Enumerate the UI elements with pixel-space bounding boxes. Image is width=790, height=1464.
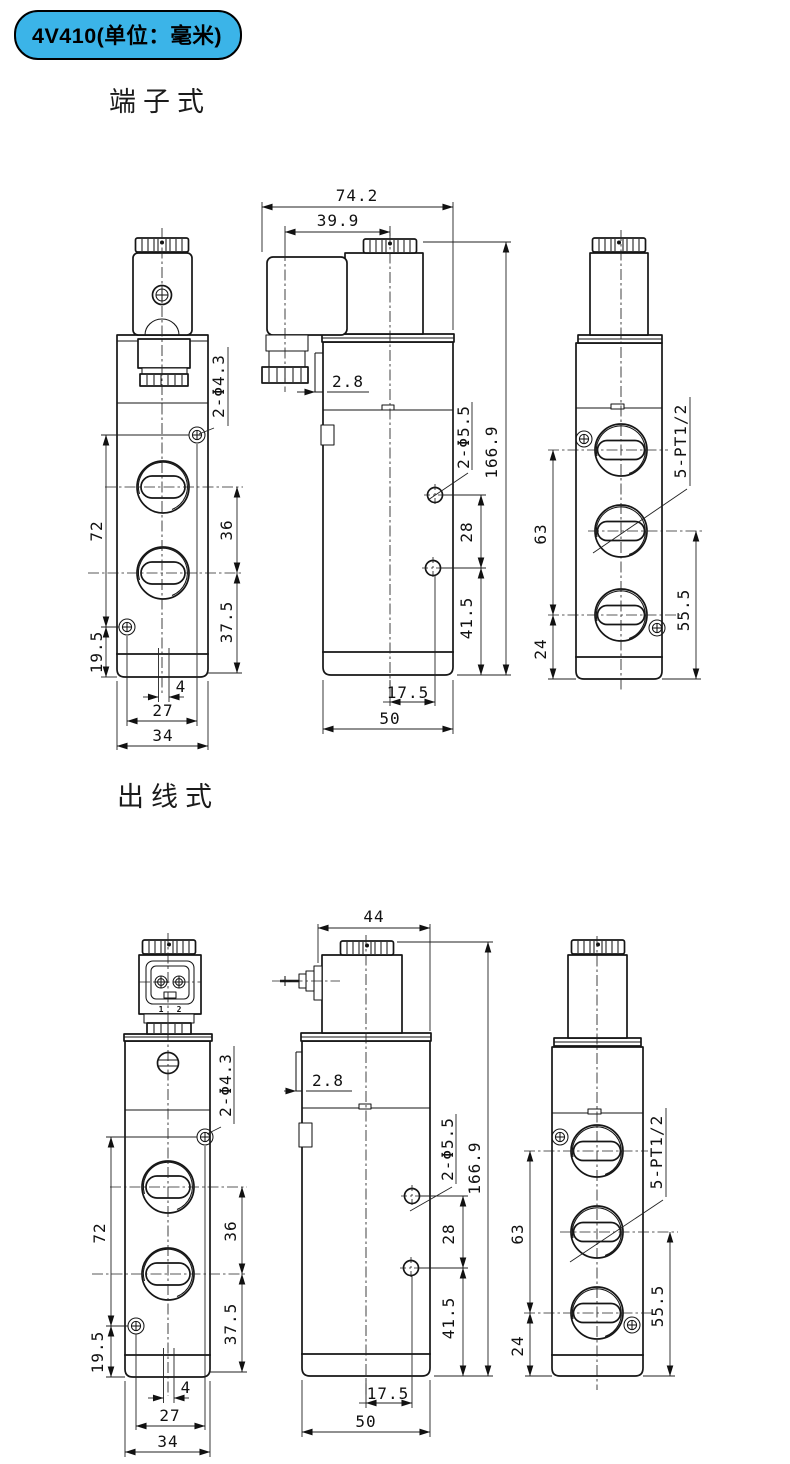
mount-screw-icon [118,618,136,636]
knurled-cap-icon [339,940,395,956]
note-hole: 2-Φ5.5 [454,405,473,469]
dim-slot: 4 [181,1378,192,1397]
mount-hole-icon [400,1184,424,1208]
note-screw-hole: 2-Φ4.3 [209,354,228,418]
mount-screw-icon [188,426,206,444]
mount-hole-icon [421,556,445,580]
mount-screw-icon [623,1316,641,1334]
dim-port-gap: 36 [221,1220,240,1241]
model-badge: 4V410(单位：毫米) [14,10,242,60]
dim-hole-base: 41.5 [439,1297,458,1340]
dim-height: 72 [87,520,106,541]
dim-depth: 50 [355,1412,376,1431]
mount-screw-icon [551,1128,569,1146]
dim-hole-base: 41.5 [457,597,476,640]
dim-screw-span: 27 [159,1406,180,1425]
dim-step: 2.8 [312,1071,344,1090]
dim-port-base: 37.5 [221,1303,240,1346]
dim-slot: 4 [176,677,187,696]
dim-port-gap: 36 [217,519,236,540]
dim-width: 34 [157,1432,178,1451]
dim-overall-height: 166.9 [465,1141,484,1194]
knurled-cap-icon [141,939,197,955]
dim-port-base: 24 [531,638,550,659]
terminal-label-2: 2 [177,1005,182,1014]
dim-port-base: 37.5 [217,601,236,644]
dim-screw-span: 27 [152,701,173,720]
view-terminal-rear: 63 24 55.5 5-PT1/2 [531,230,703,692]
terminal-label-1: 1 [159,1005,164,1014]
mount-screw-icon [575,430,593,448]
dim-port-span: 63 [508,1223,527,1244]
mount-hole-icon [399,1256,423,1280]
view-terminal-side: 74.2 39.9 2.8 2-Φ5.5 166.9 28 41.5 [261,186,511,734]
dim-mid-port-base: 55.5 [674,589,693,632]
dim-overall-height: 166.9 [482,425,501,478]
knurled-cap-icon [570,939,626,955]
view-terminal-front: 72 19.5 36 37.5 4 27 34 2-Φ4.3 [87,228,243,750]
dim-width: 34 [152,726,173,745]
dim-hole-offset: 17.5 [387,683,430,702]
dim-foot: 19.5 [87,631,106,674]
dim-step: 2.8 [332,372,364,391]
view-lead-side: 44 2.8 2-Φ5.5 166.9 28 41.5 17.5 [272,907,493,1437]
dim-overall-width: 74.2 [336,186,379,205]
dim-mid-port-base: 55.5 [648,1285,667,1328]
dim-port-span: 63 [531,523,550,544]
mount-screw-icon [127,1317,145,1335]
note-screw-hole: 2-Φ4.3 [216,1053,235,1117]
dim-hole-offset: 17.5 [367,1384,410,1403]
dim-height: 72 [90,1222,109,1243]
view-lead-front: 1 2 72 19.5 36 [88,933,247,1457]
dim-foot: 19.5 [88,1331,107,1374]
dim-depth: 50 [379,709,400,728]
dim-port-base: 24 [508,1335,527,1356]
section-label-terminal-type: 端子式 [109,87,211,118]
view-lead-rear: 63 24 55.5 5-PT1/2 [508,936,678,1390]
dim-coil-center: 39.9 [317,211,360,230]
note-thread: 5-PT1/2 [647,1115,666,1189]
dim-coil-width: 44 [363,907,384,926]
note-hole: 2-Φ5.5 [438,1117,457,1181]
note-thread: 5-PT1/2 [671,404,690,478]
knurled-cap-icon [591,237,647,253]
dim-hole-gap: 28 [439,1223,458,1244]
dim-hole-gap: 28 [457,521,476,542]
section-label-wire-lead-type: 出线式 [117,782,219,813]
